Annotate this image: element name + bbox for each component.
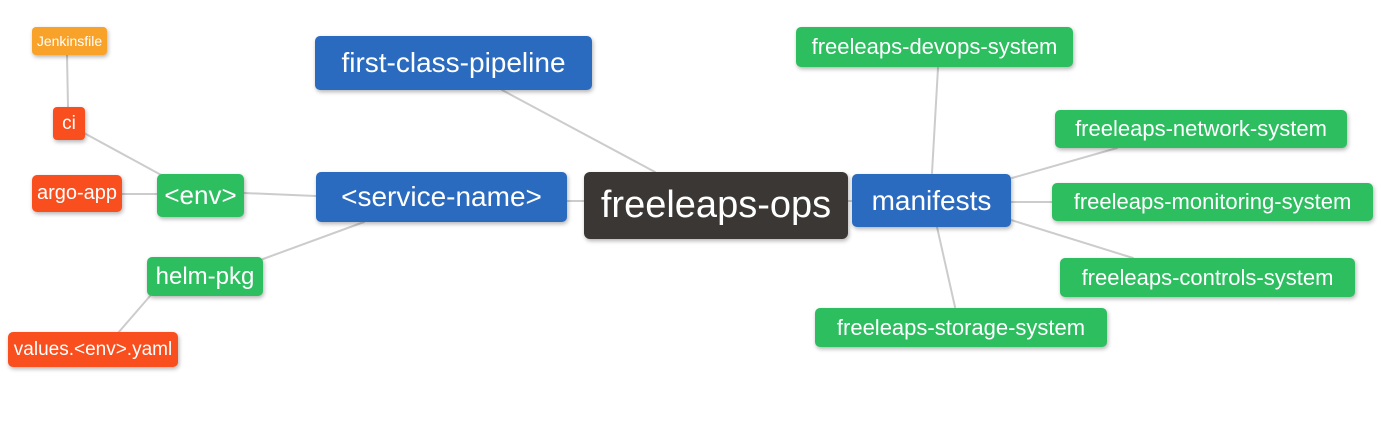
edge-values-helm-pkg [117,295,151,334]
node-env[interactable]: <env> [157,174,244,217]
edge-jenkinsfile-ci [66,54,69,108]
node-freeleaps-storage-system[interactable]: freeleaps-storage-system [815,308,1107,347]
node-jenkinsfile[interactable]: Jenkinsfile [32,27,107,55]
edge-helm-pkg-service-name [262,221,365,260]
node-helm-pkg[interactable]: helm-pkg [147,257,263,296]
edge-manifests-controls [1010,219,1134,259]
edge-manifests-devops [931,67,939,174]
node-freeleaps-controls-system[interactable]: freeleaps-controls-system [1060,258,1355,297]
node-freeleaps-network-system[interactable]: freeleaps-network-system [1055,110,1347,148]
edge-ci-env [83,132,164,177]
edge-pipeline-ops [501,89,656,173]
edge-env-service-name [243,192,317,197]
node-service-name[interactable]: <service-name> [316,172,567,222]
node-freeleaps-devops-system[interactable]: freeleaps-devops-system [796,27,1073,67]
node-manifests[interactable]: manifests [852,174,1011,227]
node-freeleaps-ops-root[interactable]: freeleaps-ops [584,172,848,239]
node-argo-app[interactable]: argo-app [32,175,122,212]
edge-manifests-network [1011,147,1118,179]
node-first-class-pipeline[interactable]: first-class-pipeline [315,36,592,90]
node-ci[interactable]: ci [53,107,85,140]
node-freeleaps-monitoring-system[interactable]: freeleaps-monitoring-system [1052,183,1373,221]
node-values-env-yaml[interactable]: values.<env>.yaml [8,332,178,367]
edge-manifests-storage [936,226,956,308]
